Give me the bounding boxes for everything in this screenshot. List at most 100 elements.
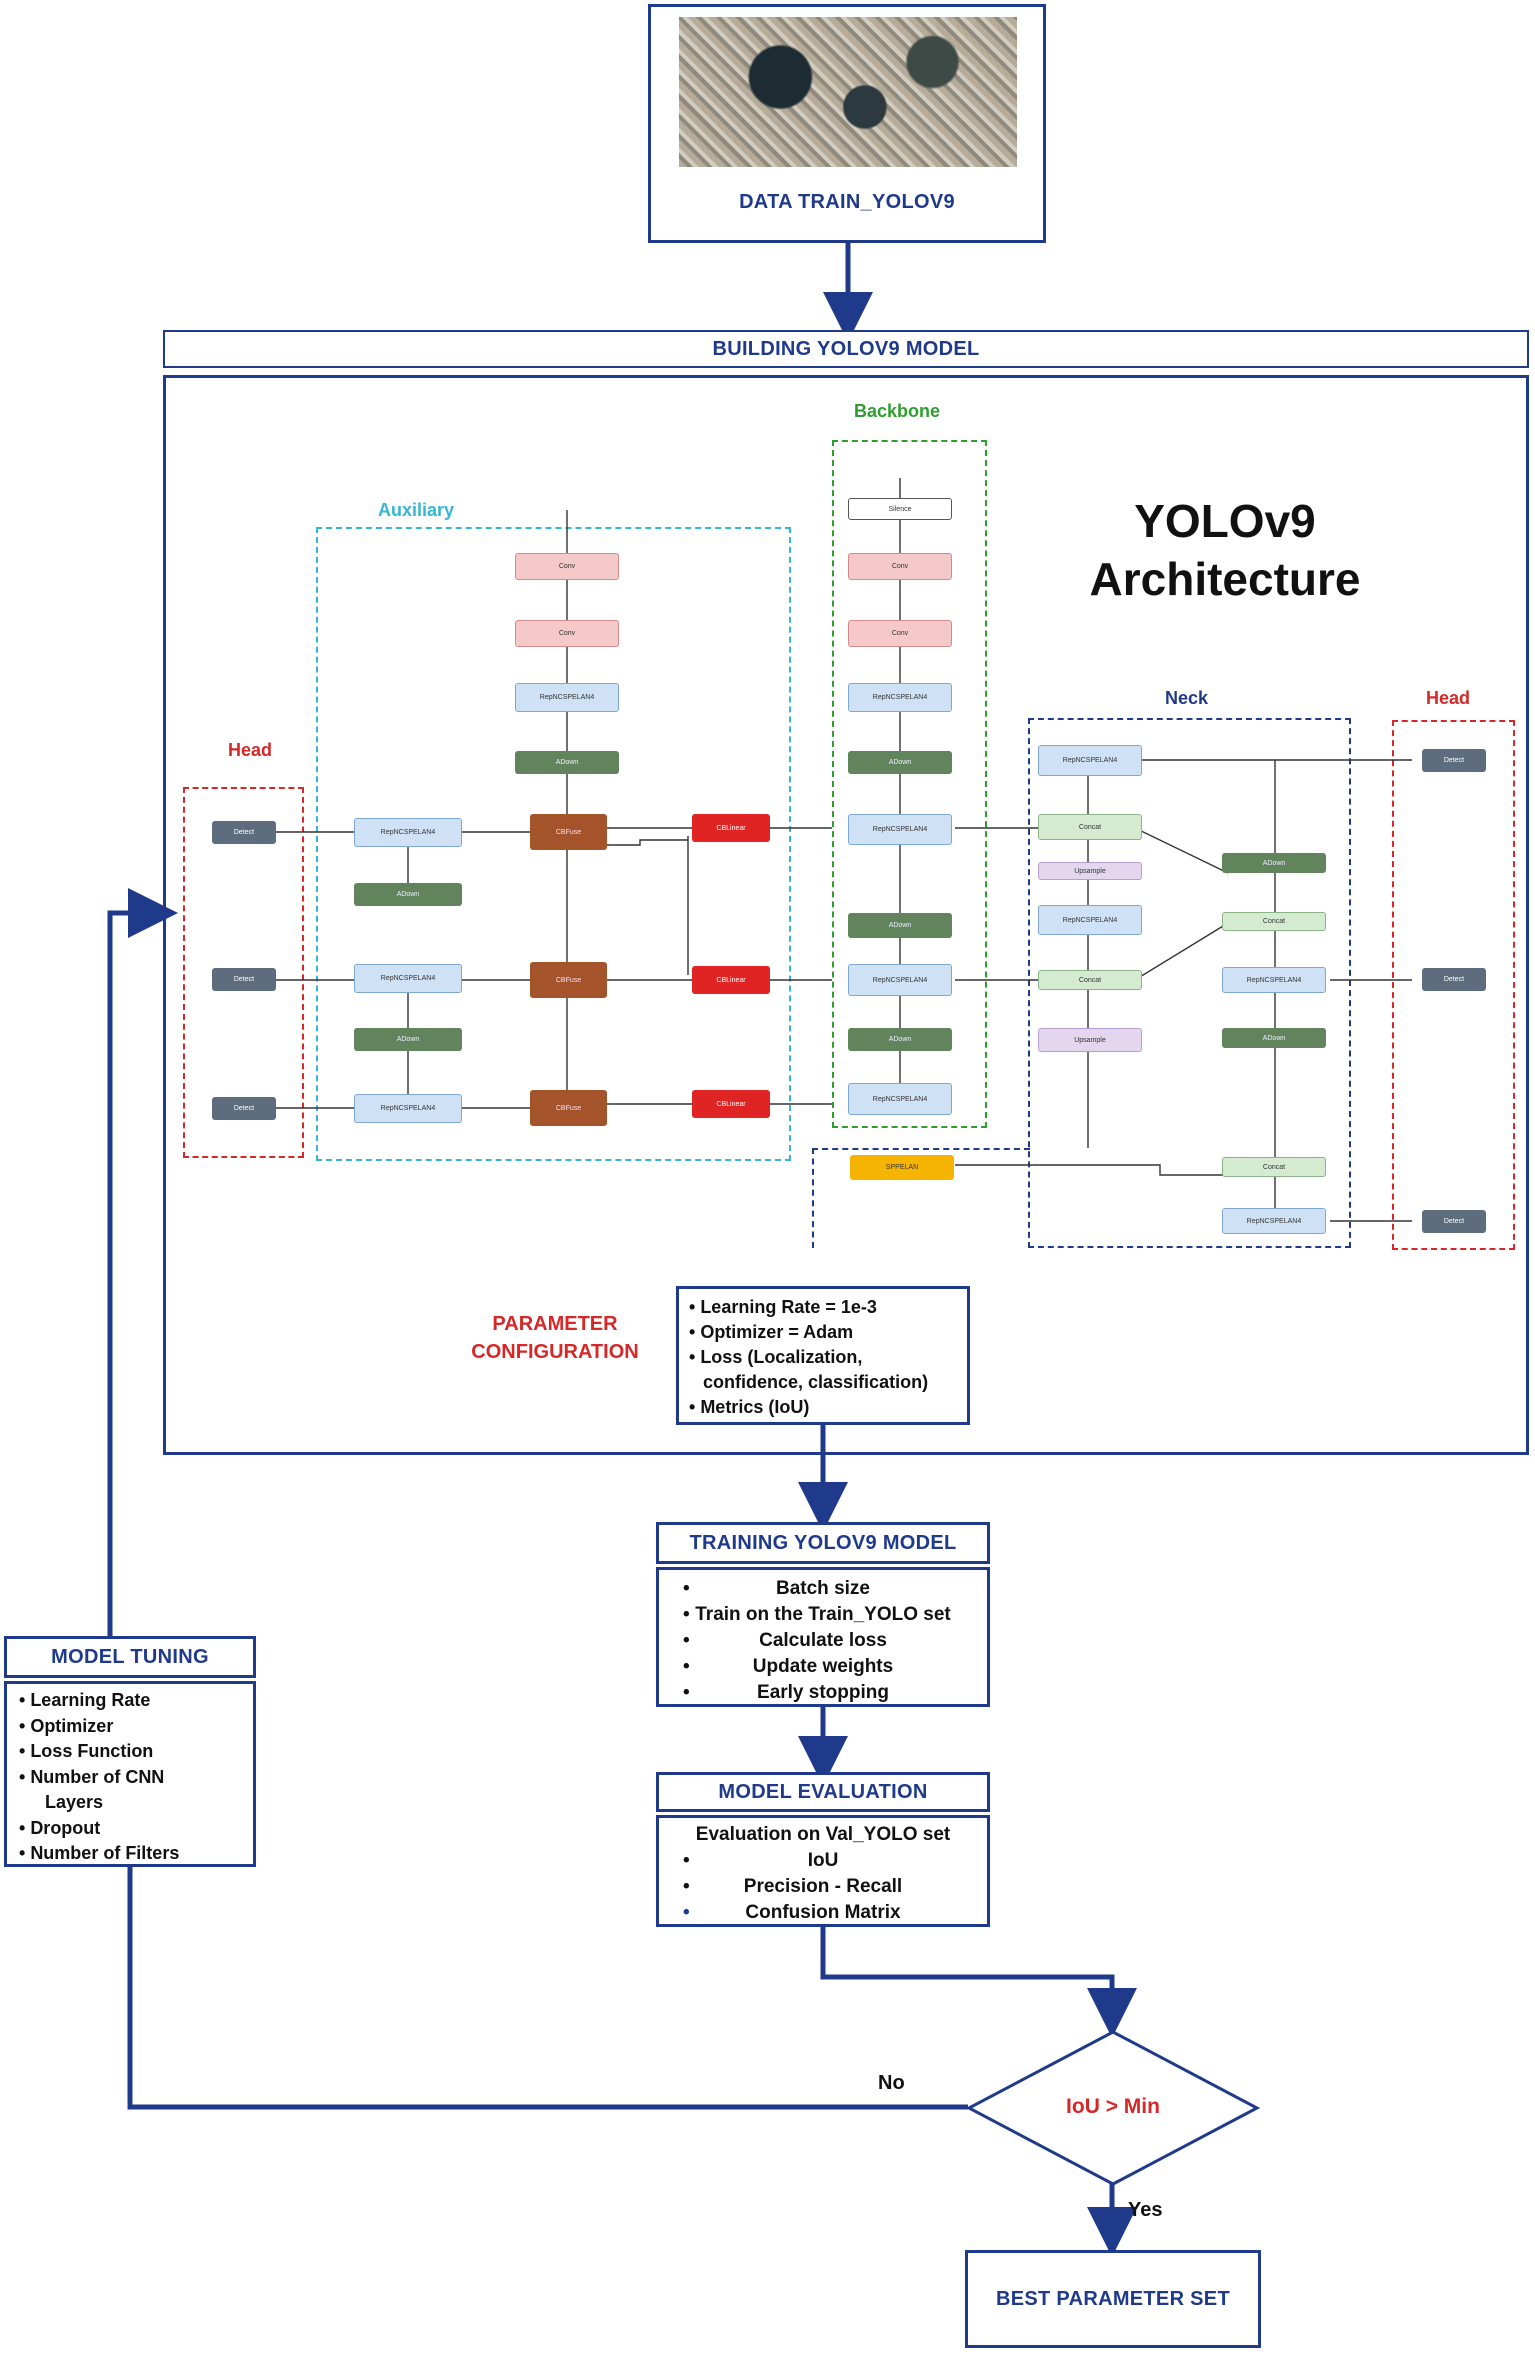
concat-block: Concat — [1038, 814, 1142, 840]
building-model-bar: BUILDING YOLOV9 MODEL — [163, 330, 1529, 368]
adown-block: ADown — [354, 883, 462, 906]
repncspelan4-block: RepNCSPELAN4 — [848, 1083, 952, 1115]
param-item: confidence, classification) — [703, 1372, 929, 1392]
adown-block: ADown — [354, 1028, 462, 1051]
tuning-item: • Optimizer — [19, 1715, 114, 1736]
repncspelan4-block: RepNCSPELAN4 — [1222, 967, 1326, 993]
parameter-config-label-line2: CONFIGURATION — [471, 1341, 639, 1363]
architecture-title-line2: Architecture — [1089, 553, 1361, 605]
training-item: •Calculate loss — [683, 1630, 887, 1651]
param-item: • Optimizer = Adam — [689, 1322, 854, 1342]
concat-block: Concat — [1222, 912, 1326, 931]
sppelan-block: SPPELAN — [850, 1155, 954, 1180]
conv-block: Conv — [515, 553, 619, 580]
evaluation-box: Evaluation on Val_YOLO set •IoU •Precisi… — [656, 1815, 990, 1927]
architecture-title-line1: YOLOv9 — [1134, 495, 1316, 547]
concat-block: Concat — [1038, 970, 1142, 990]
adown-block: ADown — [848, 1028, 952, 1051]
training-box: •Batch size •Train on the Train_YOLO set… — [656, 1567, 990, 1707]
decision-no-label: No — [878, 2072, 905, 2094]
training-item: •Train on the Train_YOLO set — [683, 1604, 951, 1625]
best-parameter-set-box: BEST PARAMETER SET — [965, 2250, 1261, 2348]
head-left-label: Head — [228, 740, 273, 760]
auxiliary-region — [316, 527, 791, 1161]
decision-label: IoU > Min — [1066, 2095, 1160, 2118]
cblinear-block: CBLinear — [692, 966, 770, 994]
head-left-region — [183, 787, 304, 1158]
detect-block: Detect — [212, 1097, 276, 1120]
repncspelan4-block: RepNCSPELAN4 — [1222, 1208, 1326, 1234]
adown-block: ADown — [848, 751, 952, 774]
data-train-label: DATA TRAIN_YOLOV9 — [739, 190, 955, 213]
adown-block: ADown — [1222, 853, 1326, 873]
repncspelan4-block: RepNCSPELAN4 — [515, 683, 619, 712]
cblinear-block: CBLinear — [692, 814, 770, 842]
head-right-region — [1392, 720, 1515, 1250]
adown-block: ADown — [848, 913, 952, 938]
concat-block: Concat — [1222, 1157, 1326, 1177]
evaluation-item: •Precision - Recall — [683, 1876, 903, 1897]
tuning-item: • Dropout — [19, 1817, 101, 1838]
parameter-config-box: • Learning Rate = 1e-3 • Optimizer = Ada… — [676, 1286, 970, 1425]
training-item: •Early stopping — [683, 1682, 889, 1703]
param-item: • Metrics (IoU) — [689, 1397, 810, 1417]
tuning-item: • Number of Filters — [19, 1843, 180, 1863]
tuning-item: • Learning Rate — [19, 1690, 151, 1710]
detect-block: Detect — [1422, 749, 1486, 772]
conv-block: Conv — [848, 620, 952, 647]
repncspelan4-block: RepNCSPELAN4 — [1038, 745, 1142, 776]
repncspelan4-block: RepNCSPELAN4 — [848, 683, 952, 712]
neck-region — [1028, 718, 1351, 1248]
cblinear-block: CBLinear — [692, 1090, 770, 1118]
auxiliary-label: Auxiliary — [378, 500, 455, 520]
parameter-config-label-line1: PARAMETER — [492, 1313, 618, 1335]
detect-block: Detect — [1422, 1210, 1486, 1233]
detect-block: Detect — [1422, 968, 1486, 991]
tuning-box: • Learning Rate • Optimizer • Loss Funct… — [4, 1681, 256, 1867]
detect-block: Detect — [212, 821, 276, 844]
neck-label: Neck — [1165, 688, 1209, 708]
backbone-label: Backbone — [854, 401, 941, 421]
repncspelan4-block: RepNCSPELAN4 — [848, 814, 952, 845]
training-item: •Update weights — [683, 1656, 894, 1677]
repncspelan4-block: RepNCSPELAN4 — [354, 1094, 462, 1123]
evaluation-title: MODEL EVALUATION — [656, 1772, 990, 1812]
adown-block: ADown — [515, 751, 619, 774]
cbfuse-block: CBFuse — [530, 1090, 607, 1126]
evaluation-intro: Evaluation on Val_YOLO set — [695, 1824, 951, 1845]
data-train-box: DATA TRAIN_YOLOV9 — [648, 4, 1046, 243]
upsample-block: Upsample — [1038, 862, 1142, 880]
upsample-block: Upsample — [1038, 1028, 1142, 1052]
param-item: • Learning Rate = 1e-3 — [689, 1297, 877, 1317]
silence-block: Silence — [848, 498, 952, 520]
conv-block: Conv — [848, 553, 952, 580]
neck-extension — [812, 1148, 1030, 1248]
training-title: TRAINING YOLOV9 MODEL — [656, 1522, 990, 1564]
adown-block: ADown — [1222, 1028, 1326, 1048]
detect-block: Detect — [212, 968, 276, 991]
param-item: • Loss (Localization, — [689, 1347, 863, 1367]
evaluation-item: •Confusion Matrix — [683, 1902, 901, 1923]
repncspelan4-block: RepNCSPELAN4 — [848, 964, 952, 996]
tuning-item: • Loss Function — [19, 1741, 154, 1761]
evaluation-item: •IoU — [683, 1850, 839, 1871]
architecture-title: YOLOv9 Architecture — [1050, 492, 1400, 608]
tuning-title: MODEL TUNING — [4, 1636, 256, 1678]
repncspelan4-block: RepNCSPELAN4 — [354, 964, 462, 993]
tuning-item: • Number of CNN — [19, 1766, 165, 1787]
parameter-config-label: PARAMETER CONFIGURATION — [440, 1310, 670, 1366]
decision-yes-label: Yes — [1128, 2199, 1163, 2221]
tuning-item: Layers — [45, 1792, 104, 1812]
satellite-image — [679, 17, 1017, 167]
decision-diamond — [965, 2030, 1261, 2186]
cbfuse-block: CBFuse — [530, 814, 607, 850]
repncspelan4-block: RepNCSPELAN4 — [1038, 905, 1142, 935]
head-right-label: Head — [1426, 688, 1471, 708]
training-item: •Batch size — [683, 1578, 870, 1599]
cbfuse-block: CBFuse — [530, 962, 607, 998]
backbone-region — [832, 440, 987, 1128]
repncspelan4-block: RepNCSPELAN4 — [354, 818, 462, 847]
conv-block: Conv — [515, 620, 619, 647]
